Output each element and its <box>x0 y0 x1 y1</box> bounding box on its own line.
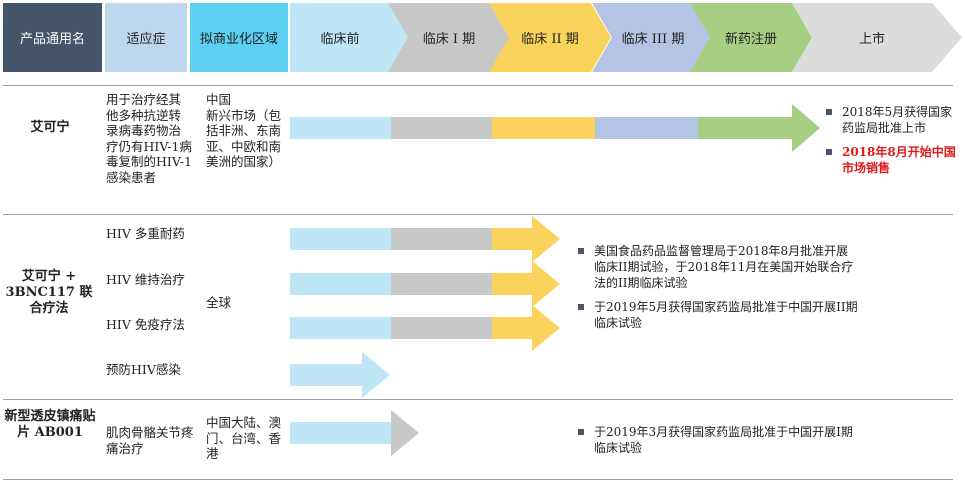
arrowhead-phase2 <box>532 305 560 351</box>
bullet-icon <box>578 429 584 435</box>
note-item: 美国食品药品监督管理局于2018年8月批准开展临床II期试验，于2018年11月… <box>578 243 858 291</box>
header-product-name: 产品通用名 <box>3 3 102 72</box>
pipeline-header: 产品通用名 适应症 拟商业化区域 临床前 临床 I 期 临床 II 期 临床 I… <box>0 0 965 76</box>
bar-phase2 <box>492 317 532 339</box>
note-item: 2018年5月获得国家药监局批准上市 <box>826 104 961 136</box>
notes-row-1: 2018年5月获得国家药监局批准上市 2018年8月开始中国市场销售 <box>826 104 961 184</box>
notes-row-3: 于2019年3月获得国家药监局批准于中国开展I期临床试验 <box>578 424 858 464</box>
region-text: 中国大陆、澳门、台湾、香港 <box>206 415 282 461</box>
bar-nda <box>698 117 792 139</box>
drug-name: 新型透皮镇痛贴片 AB001 <box>4 409 96 440</box>
bar-phase1 <box>391 273 492 295</box>
bar-phase1 <box>391 317 492 339</box>
stage-label: 临床 I 期 <box>422 32 476 47</box>
divider <box>3 85 953 86</box>
notes-row-2: 美国食品药品监督管理局于2018年8月批准开展临床II期试验，于2018年11月… <box>578 243 858 339</box>
pipeline-row-3: 新型透皮镇痛贴片 AB001 肌肉骨骼关节疼痛治疗 中国大陆、澳门、台湾、香港 … <box>0 400 965 482</box>
bullet-icon <box>578 248 584 254</box>
stage-label: 新药注册 <box>724 32 777 47</box>
indication-text: 预防HIV感染 <box>106 362 181 377</box>
indication-text: 肌肉骨骼关节疼痛治疗 <box>106 425 194 456</box>
stage-preclinical: 临床前 <box>290 3 410 72</box>
stage-nda: 新药注册 <box>690 3 812 72</box>
stage-label: 临床前 <box>320 32 360 47</box>
divider <box>3 214 953 215</box>
stage-label: 临床 II 期 <box>521 32 579 47</box>
bar-phase2 <box>492 273 532 295</box>
note-item-highlight: 2018年8月开始中国市场销售 <box>826 144 961 176</box>
arrowhead-phase2 <box>532 261 560 307</box>
bullet-icon <box>826 109 832 115</box>
stage-market: 上市 <box>792 3 962 72</box>
bar-preclinical <box>290 273 391 295</box>
bar-phase2 <box>492 228 532 250</box>
bar-phase1 <box>391 117 492 139</box>
indication-text: 用于治疗经其他多种抗逆转录病毒药物治疗仍有HIV-1病毒复制的HIV-1感染患者 <box>106 92 192 185</box>
bar-preclinical <box>290 117 391 139</box>
arrowhead-phase1 <box>391 410 419 456</box>
region-text: 中国 新兴市场（包括非洲、东南亚、中欧和南美洲的国家） <box>206 92 282 169</box>
bullet-icon <box>826 149 832 155</box>
arrowhead-preclinical <box>362 352 390 398</box>
indication-text: HIV 维持治疗 <box>106 272 185 287</box>
bar-preclinical <box>290 364 362 386</box>
stage-phase1: 临床 I 期 <box>388 3 510 72</box>
indication-text: HIV 免疫疗法 <box>106 317 185 332</box>
stage-label: 上市 <box>858 32 885 47</box>
header-region: 拟商业化区域 <box>190 3 288 72</box>
pipeline-row-2: 艾可宁 + 3BNC117 联合疗法 HIV 多重耐药 HIV 维持治疗 HIV… <box>0 215 965 398</box>
drug-name: 艾可宁 + 3BNC117 联合疗法 <box>5 269 93 316</box>
stage-phase2: 临床 II 期 <box>489 3 611 72</box>
bar-phase1 <box>391 228 492 250</box>
bar-preclinical <box>290 317 391 339</box>
pipeline-row-1: 艾可宁 用于治疗经其他多种抗逆转录病毒药物治疗仍有HIV-1病毒复制的HIV-1… <box>0 86 965 212</box>
stage-phase3: 临床 III 期 <box>592 3 714 72</box>
bar-phase3 <box>595 117 698 139</box>
bar-preclinical <box>290 228 391 250</box>
bullet-icon <box>578 304 584 310</box>
indication-text: HIV 多重耐药 <box>106 226 185 241</box>
note-item: 于2019年5月获得国家药监局批准于中国开展II期临床试验 <box>578 299 858 331</box>
region-text: 全球 <box>206 295 232 310</box>
divider <box>3 399 953 400</box>
stage-label: 临床 III 期 <box>621 32 685 47</box>
divider <box>3 479 953 480</box>
drug-name: 艾可宁 <box>30 120 70 135</box>
bar-phase2 <box>492 117 595 139</box>
arrowhead-phase2 <box>532 216 560 262</box>
note-item: 于2019年3月获得国家药监局批准于中国开展I期临床试验 <box>578 424 858 456</box>
header-indication: 适应症 <box>105 3 187 72</box>
bar-preclinical <box>290 422 391 444</box>
arrowhead-nda <box>792 104 820 152</box>
